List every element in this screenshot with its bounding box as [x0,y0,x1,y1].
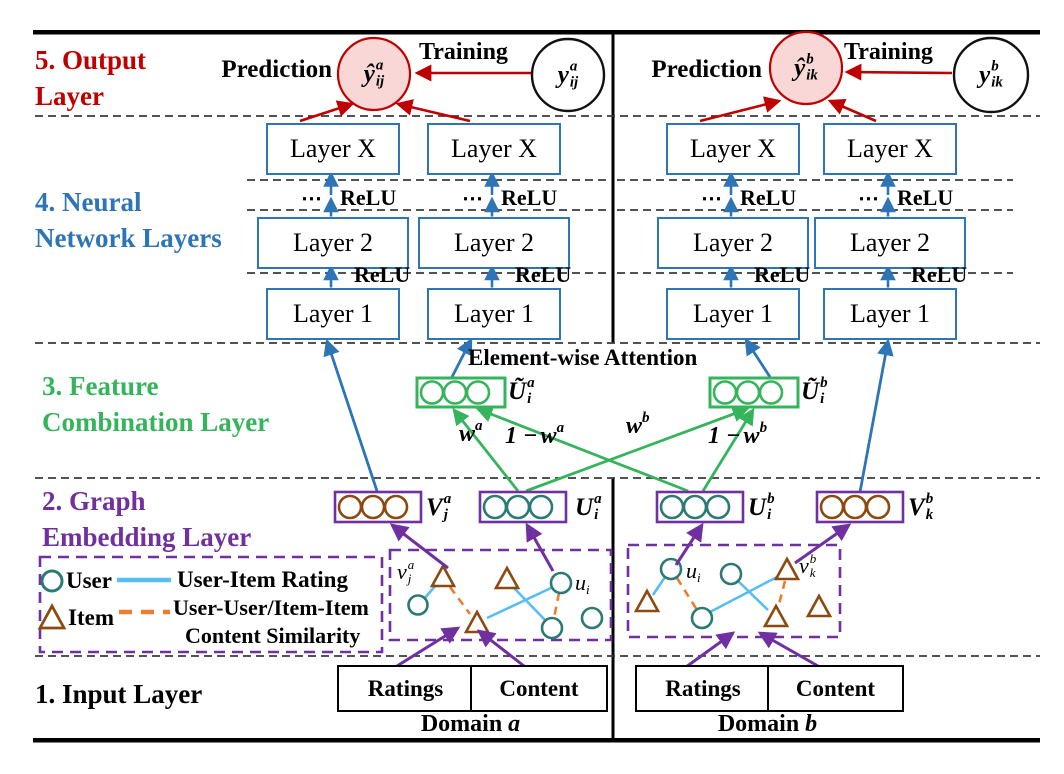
domain-a-label: Domain a [420,711,521,737]
relu-upper-a2: ReLU [501,185,558,210]
legend-rating-label: User-Item Rating [177,567,348,592]
u-tilde-a-box [415,376,507,409]
legend-user-icon [40,569,64,593]
domain-divider-lower [611,478,615,738]
graph-b-box [626,543,842,639]
legend-item-icon [37,603,67,630]
top-border-line [33,30,1040,35]
layer-1-box-a2: Layer 1 [427,288,561,340]
pred-node-a [336,36,412,112]
domain-b-label: Domain b [717,711,818,737]
domain-divider-upper [611,34,615,343]
ratings-box-b: Ratings [635,665,771,712]
graph-a-nodes [407,563,604,640]
ellipsis-b1: ⋯ [701,186,723,210]
graph-a-box [388,548,613,642]
content-box-a: Content [470,665,608,712]
relu-lower-b2: ReLU [911,262,968,287]
relu-lower-a1: ReLU [354,262,411,287]
graph-b-nodes [633,556,833,630]
training-label-b: Training [844,39,933,65]
legend-item-label: Item [68,605,114,630]
u-tilde-b-box [708,376,800,409]
relu-upper-a1: ReLU [340,185,397,210]
relu-lower-a2: ReLU [515,262,572,287]
attention-arrows [452,406,755,493]
prediction-arrows [299,63,953,123]
ellipsis-a1: ⋯ [301,186,323,210]
nn-layer-arrows [323,171,896,288]
truth-node-b [952,36,1030,114]
embedding-u-b-box [655,490,745,524]
layer-x-box-a1: Layer X [266,123,400,175]
relu-upper-b1: ReLU [740,185,797,210]
prediction-label-a: Prediction [221,56,332,83]
section-label-input: 1. Input Layer [35,679,203,709]
layer-1-box-b1: Layer 1 [666,288,800,340]
content-box-b: Content [767,665,904,712]
graph-b-edges [651,575,787,614]
legend-box [38,555,384,654]
relu-upper-b2: ReLU [897,185,954,210]
layer-1-box-a1: Layer 1 [266,288,400,340]
ellipsis-b2: ⋯ [858,186,880,210]
embedding-to-nn-arrows [323,337,894,493]
pred-node-b [768,30,844,106]
attention-label: Element-wise Attention [468,345,698,370]
embedding-v-b-box [815,490,905,524]
ellipsis-a2: ⋯ [462,186,484,210]
embedding-u-a-box [478,490,568,524]
layer-2-box-a2: Layer 2 [418,217,570,269]
bottom-border-line [33,738,1040,743]
layer-x-box-a2: Layer X [427,123,561,175]
embedding-v-a-box [333,490,423,524]
truth-node-a [530,37,606,113]
prediction-label-b: Prediction [651,56,762,83]
graph-embedding-arrows [389,522,852,669]
training-label-a: Training [419,39,508,65]
legend-user-label: User [66,568,112,593]
ratings-box-a: Ratings [337,665,474,712]
graph-a-edges [423,584,561,622]
layer-x-box-b1: Layer X [666,123,800,175]
relu-lower-b1: ReLU [754,262,811,287]
layer-x-box-b2: Layer X [823,123,957,175]
section-dashed-lines [35,115,1040,657]
legend-similarity-label-2: Content Similarity [185,623,361,648]
layer-1-box-b2: Layer 1 [823,288,957,340]
legend-similarity-label-1: User-User/Item-Item [173,595,369,620]
